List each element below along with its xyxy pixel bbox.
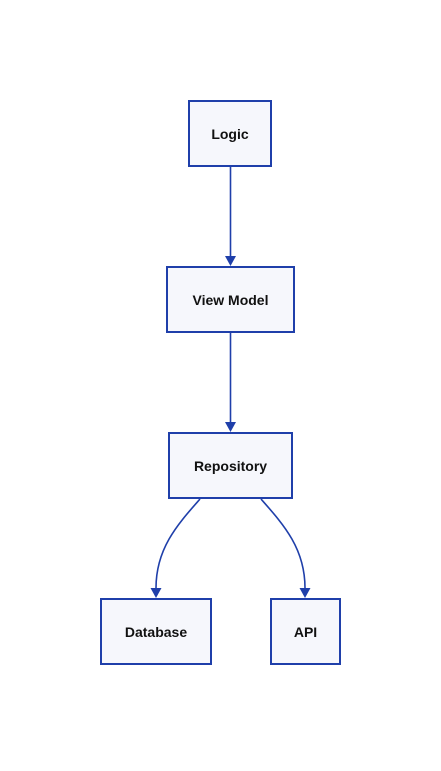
node-logic: Logic <box>188 100 272 167</box>
node-api: API <box>270 598 341 665</box>
node-api-label: API <box>293 623 318 640</box>
node-repository: Repository <box>168 432 293 499</box>
node-logic-label: Logic <box>211 125 249 142</box>
arrowhead-database <box>150 588 162 598</box>
node-database: Database <box>100 598 212 665</box>
node-view-model-label: View Model <box>192 291 269 308</box>
node-view-model: View Model <box>166 266 295 333</box>
edge-repository-to-api <box>260 498 306 589</box>
node-repository-label: Repository <box>193 457 268 474</box>
arrowhead-api <box>299 588 311 598</box>
arrowhead-repository <box>225 422 236 432</box>
edge-repository-to-database <box>155 498 201 589</box>
node-database-label: Database <box>124 623 188 640</box>
arrowhead-view-model <box>225 256 236 266</box>
